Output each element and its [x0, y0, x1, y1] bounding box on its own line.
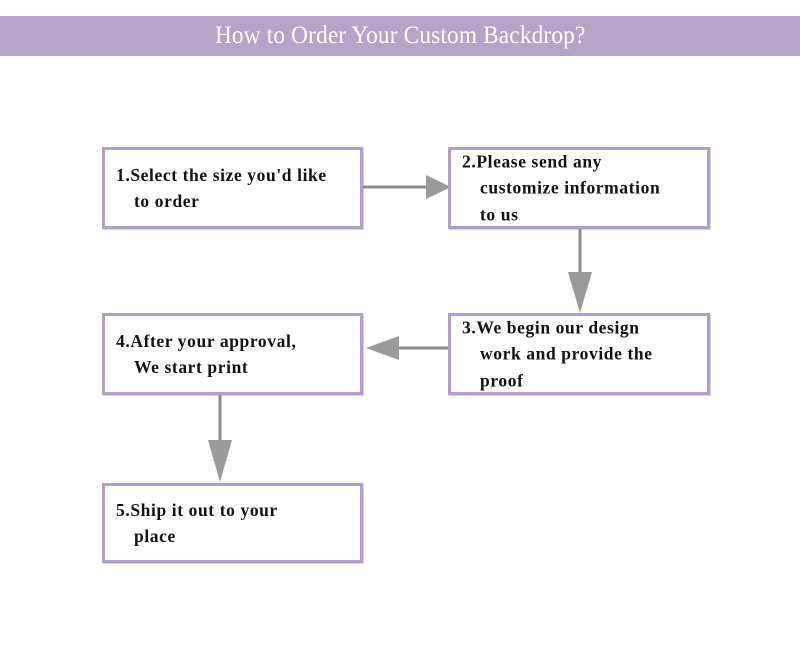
flow-step-label-4: 4.After your approval, We start print [116, 330, 297, 377]
flow-step-label-1: 1.Select the size you'd like to order [116, 164, 327, 211]
page-header-bar: How to Order Your Custom Backdrop? [0, 16, 800, 56]
page-title: How to Order Your Custom Backdrop? [214, 22, 586, 49]
flow-step-label-2: 2.Please send any customize information … [462, 151, 661, 225]
arrow-step3-to-step4 [366, 336, 448, 360]
arrow-step4-to-step5 [208, 395, 232, 482]
flow-step-box-3[interactable]: 3.We begin our design work and provide t… [448, 313, 710, 395]
flow-step-box-2[interactable]: 2.Please send any customize information … [448, 147, 710, 229]
flow-step-box-4[interactable]: 4.After your approval, We start print [102, 313, 363, 395]
flow-step-box-5[interactable]: 5.Ship it out to your place [102, 483, 363, 563]
arrow-step2-to-step3 [568, 229, 592, 313]
flow-step-label-5: 5.Ship it out to your place [116, 499, 278, 546]
flow-step-box-1[interactable]: 1.Select the size you'd like to order [102, 147, 363, 229]
arrow-step1-to-step2 [363, 175, 451, 199]
flow-step-label-3: 3.We begin our design work and provide t… [462, 317, 653, 391]
